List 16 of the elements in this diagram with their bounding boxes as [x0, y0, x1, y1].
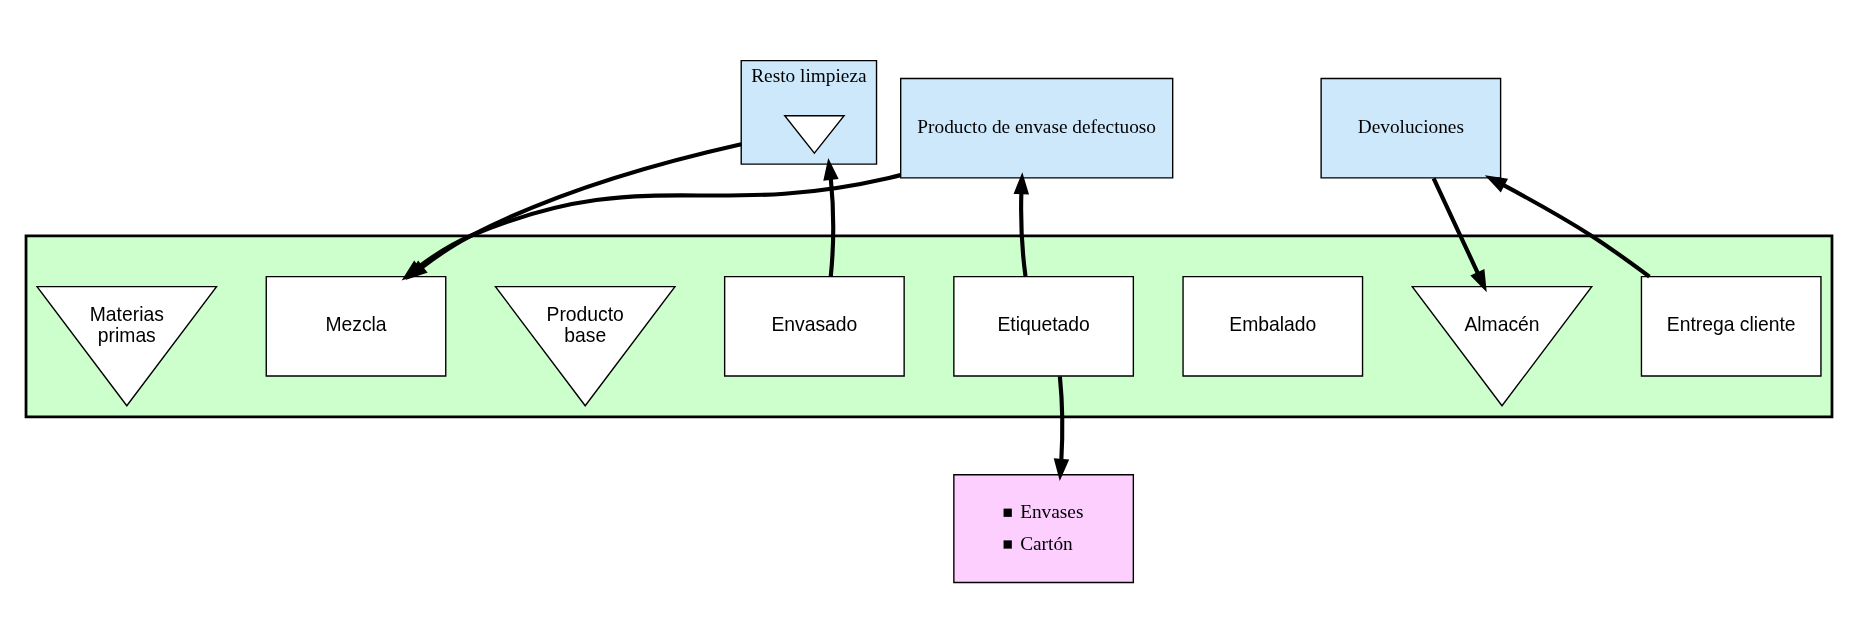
arrow	[1431, 177, 1487, 292]
arrow	[1013, 171, 1030, 276]
cluster: Resto limpieza	[740, 59, 878, 165]
node-box: Embalado	[1182, 275, 1364, 377]
arrow	[1484, 174, 1651, 278]
arrow	[1053, 375, 1070, 481]
node-box: Devoluciones	[1320, 77, 1502, 179]
cluster	[24, 234, 1834, 418]
node-box: Producto de envase defectuoso	[900, 77, 1174, 179]
arrow	[823, 157, 839, 277]
node-box: Etiquetado	[953, 275, 1135, 377]
node-triangle	[783, 114, 846, 154]
node-box: Envases Cartón	[953, 473, 1135, 583]
node-box: Mezcla	[265, 275, 447, 377]
node-box: Entrega cliente	[1640, 275, 1822, 377]
node-box: Envasado	[723, 275, 905, 377]
